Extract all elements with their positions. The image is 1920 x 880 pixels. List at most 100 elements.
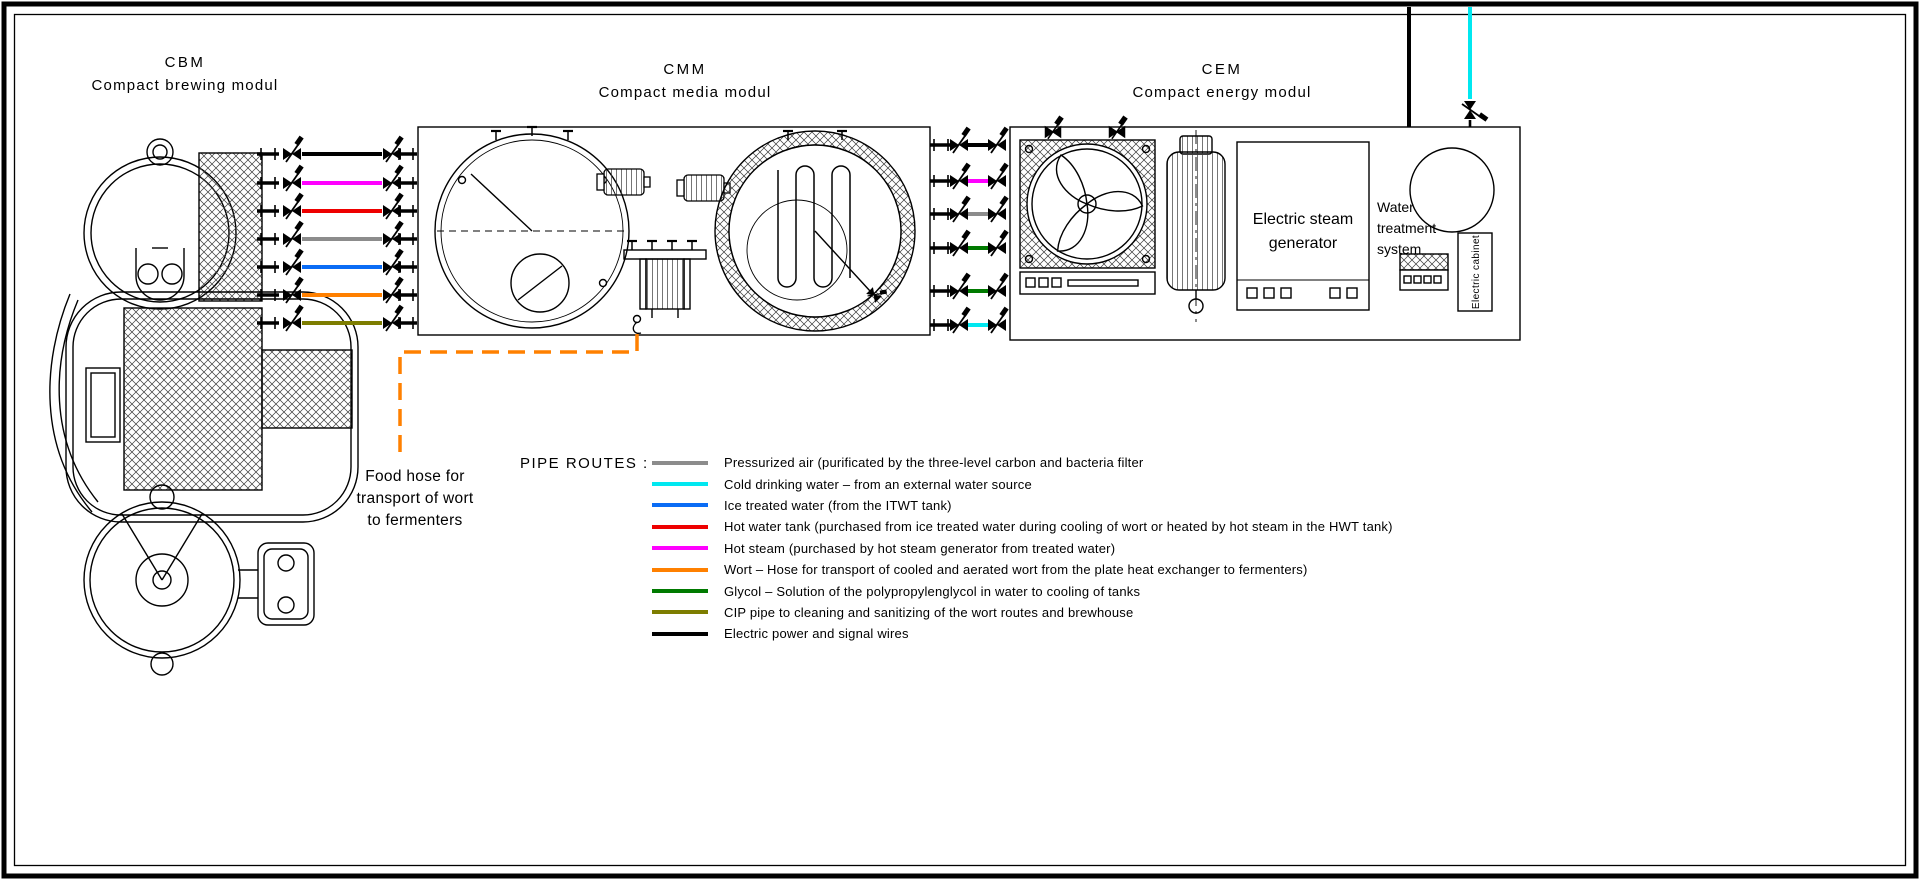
pipe-flange-icon	[393, 146, 419, 162]
pipe-flange-icon	[928, 206, 954, 222]
pipe-color-swatch	[652, 524, 708, 529]
valve-icon	[282, 134, 305, 163]
cem-water-treatment-skid	[1399, 253, 1449, 291]
valve-icon	[987, 305, 1010, 334]
valve-icon	[382, 134, 405, 163]
valve-icon	[282, 247, 305, 276]
cem-water-treatment-tank	[1409, 147, 1495, 233]
module-titles: CBM Compact brewing modul CMM Compact me…	[92, 54, 1311, 101]
pipe-flange-icon	[928, 283, 954, 299]
valve-icon	[282, 303, 305, 332]
pipe-color-swatch	[652, 546, 708, 551]
valve-icon	[1461, 100, 1490, 123]
cbm-side-pump-unit	[238, 542, 315, 626]
pipes-cbm-to-cmm	[255, 134, 419, 332]
valve-icon	[987, 271, 1010, 300]
electric-cabinet-label: Electric cabinet	[1471, 235, 1482, 309]
cem-title: Compact energy modul	[1132, 84, 1311, 101]
cem-abbreviation: CEM	[1202, 61, 1243, 78]
legend-item-label: Glycol – Solution of the polypropylengly…	[724, 583, 1141, 599]
valve-icon	[987, 194, 1010, 223]
electric-steam-generator-label-line2: generator	[1269, 235, 1338, 252]
pipe-color-swatch	[652, 460, 708, 465]
pipe-flange-icon	[255, 175, 281, 191]
valve-icon	[987, 125, 1010, 154]
legend-item-label: Electric power and signal wires	[724, 626, 909, 642]
legend-item-hot-steam: Hot steam (purchased by hot steam genera…	[652, 538, 1393, 559]
pipe-flange-icon	[928, 240, 954, 256]
cem-texts: Electric steam generator Water treatment…	[1253, 199, 1482, 309]
pipe-flange-icon	[928, 137, 954, 153]
wort-hose-dashed-line	[398, 334, 639, 452]
legend-item-wort: Wort – Hose for transport of cooled and …	[652, 559, 1393, 580]
pipe-flange-icon	[393, 231, 419, 247]
cmm-mash-tun	[434, 125, 630, 329]
pipe-routes-legend: PIPE ROUTES : Pressurized air (purificat…	[520, 452, 1393, 645]
legend-item-glycol: Glycol – Solution of the polypropylengly…	[652, 580, 1393, 601]
pipe-flange-icon	[393, 175, 419, 191]
pipes-cmm-to-cem	[928, 125, 1010, 334]
pipe-flange-icon	[928, 173, 954, 189]
valve-icon	[382, 247, 405, 276]
wort-hose-route: Food hose for transport of wort to ferme…	[356, 334, 639, 529]
legend-item-cold-drinking-water: Cold drinking water – from an external w…	[652, 473, 1393, 494]
valve-icon	[949, 161, 972, 190]
pipe-flange-icon	[255, 259, 281, 275]
electric-steam-generator-label-line1: Electric steam	[1253, 211, 1353, 228]
pipe-color-swatch	[652, 589, 708, 594]
valve-icon	[382, 163, 405, 192]
cmm-abbreviation: CMM	[663, 61, 706, 78]
pipe-color-swatch	[652, 631, 708, 636]
cbm-bottom-tank	[83, 484, 241, 676]
legend-item-hot-water: Hot water tank (purchased from ice treat…	[652, 516, 1393, 537]
cem-electric-cabinet-box	[1457, 232, 1493, 312]
pipe-color-swatch	[652, 482, 708, 487]
legend-item-cip: CIP pipe to cleaning and sanitizing of t…	[652, 602, 1393, 623]
cbm-abbreviation: CBM	[165, 54, 206, 71]
top-right-supply-lines	[1407, 7, 1490, 127]
valve-icon	[382, 275, 405, 304]
pipe-flange-icon	[393, 203, 419, 219]
food-hose-note-line1: Food hose for	[365, 468, 465, 485]
valve-icon	[949, 305, 972, 334]
valve-icon	[382, 303, 405, 332]
legend-title: PIPE ROUTES :	[520, 455, 649, 472]
cem-module	[1009, 115, 1521, 341]
cmm-title: Compact media modul	[599, 84, 772, 101]
legend-item-label: Pressurized air (purificated by the thre…	[724, 455, 1144, 471]
valve-icon	[949, 194, 972, 223]
cem-steam-generator-box	[1236, 141, 1370, 311]
cbm-hatched-core	[123, 307, 263, 491]
valve-icon	[282, 219, 305, 248]
valve-icon	[382, 191, 405, 220]
valve-icon	[282, 163, 305, 192]
pipe-color-swatch	[652, 503, 708, 508]
legend-item-label: Ice treated water (from the ITWT tank)	[724, 497, 952, 513]
valve-icon	[987, 228, 1010, 257]
legend-item-ice-treated-water: Ice treated water (from the ITWT tank)	[652, 495, 1393, 516]
pipe-flange-icon	[393, 315, 419, 331]
legend-item-electric: Electric power and signal wires	[652, 623, 1393, 644]
food-hose-note-line3: to fermenters	[367, 512, 462, 529]
cmm-wort-outlet-hook	[632, 314, 642, 335]
valve-icon	[987, 161, 1010, 190]
legend-item-label: Cold drinking water – from an external w…	[724, 476, 1032, 492]
cmm-plate-heat-exchanger	[623, 239, 707, 318]
pipe-color-swatch	[652, 567, 708, 572]
water-treatment-label-line1: Water	[1377, 199, 1414, 215]
pipe-flange-icon	[255, 146, 281, 162]
cbm-curved-pipes	[49, 293, 99, 513]
legend-item-label: Hot water tank (purchased from ice treat…	[724, 519, 1393, 535]
legend-item-label: Hot steam (purchased by hot steam genera…	[724, 540, 1116, 556]
legend-item-label: CIP pipe to cleaning and sanitizing of t…	[724, 604, 1134, 620]
pipe-flange-icon	[255, 231, 281, 247]
cbm-hatched-wing	[261, 349, 353, 429]
cmm-module	[417, 125, 931, 336]
cbm-module	[49, 138, 359, 676]
food-hose-note-line2: transport of wort	[356, 490, 473, 507]
valve-icon	[949, 271, 972, 300]
pipe-flange-icon	[255, 203, 281, 219]
pipe-flange-icon	[393, 287, 419, 303]
